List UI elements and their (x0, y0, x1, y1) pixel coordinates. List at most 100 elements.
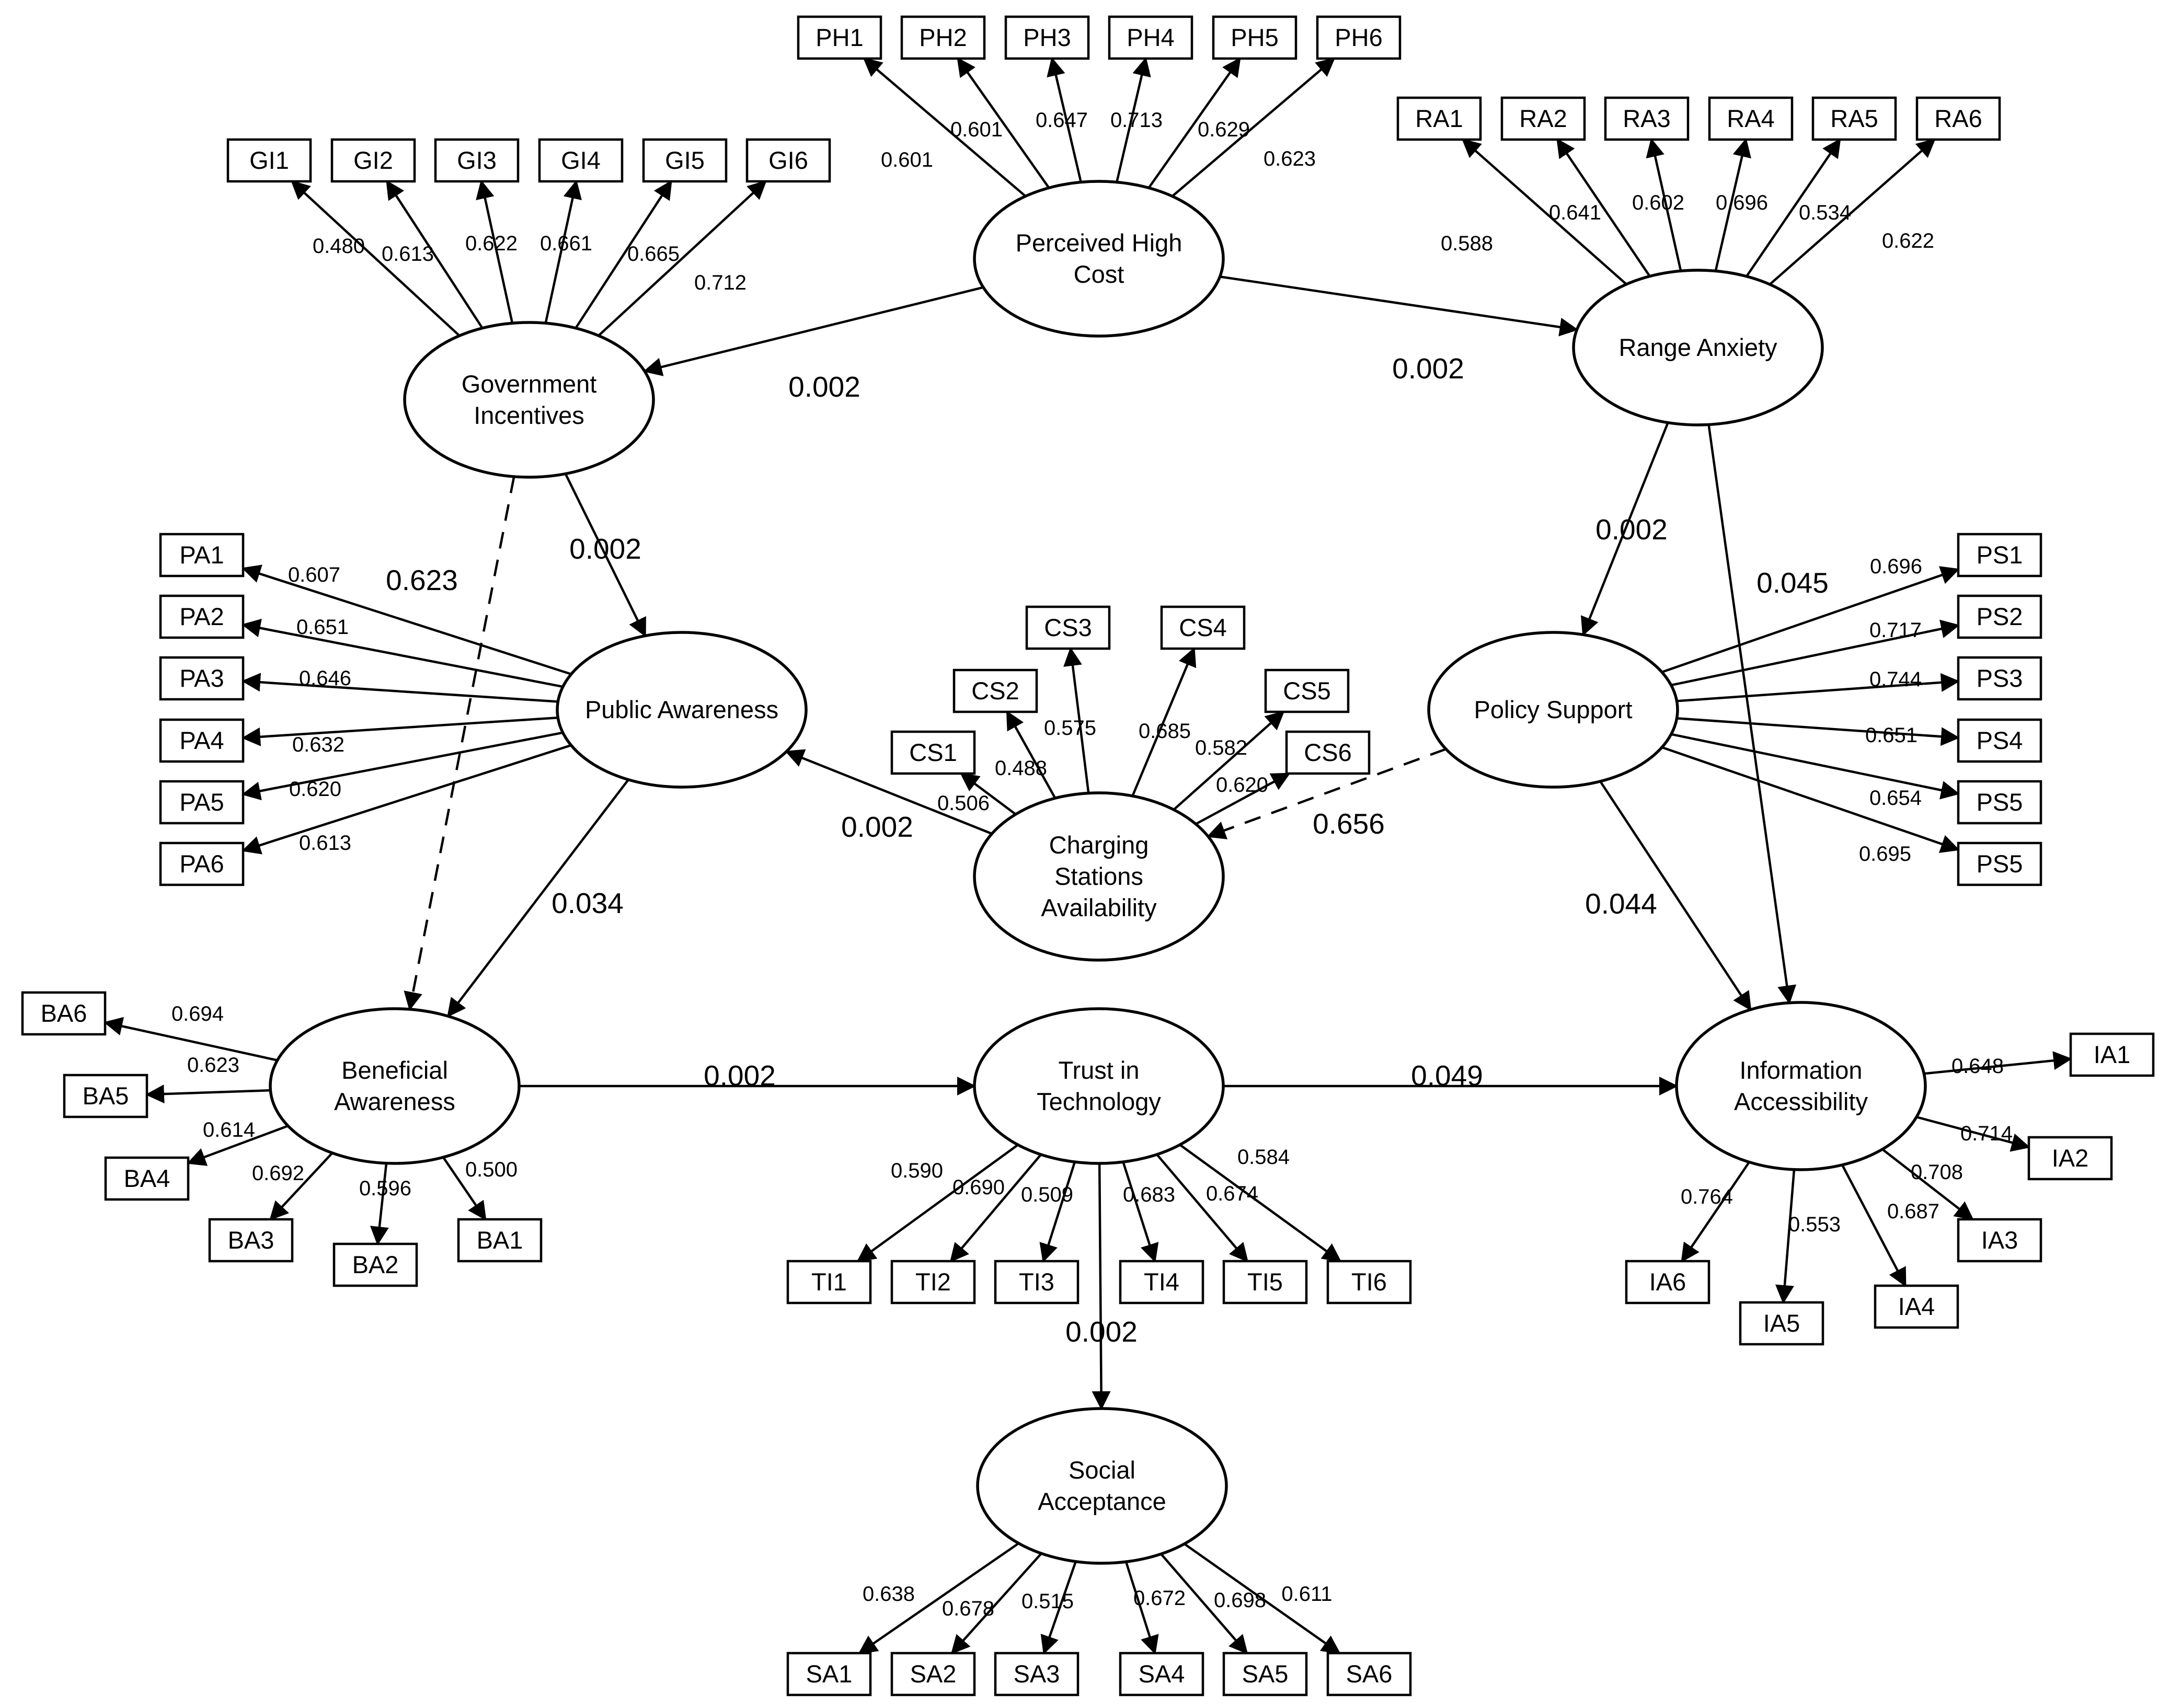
indicator-label: CS2 (971, 677, 1019, 705)
loading-arrow-pa3 (242, 673, 558, 703)
indicator-box (1915, 96, 2001, 141)
indicator-ti4: TI4 (1119, 1260, 1204, 1305)
indicator-label: IA2 (2052, 1144, 2089, 1172)
indicator-label: PA6 (179, 850, 224, 878)
latent-label: Technology (1037, 1088, 1161, 1115)
indicator-label: TI5 (1247, 1268, 1283, 1296)
loading-value: 0.488 (995, 757, 1047, 780)
path-arrow-ra-ia (1707, 424, 1797, 1005)
indicator-label: PH4 (1127, 24, 1174, 51)
indicator-label: PA5 (179, 788, 224, 816)
indicator-label: GI2 (353, 146, 393, 174)
indicator-gi5: GI5 (642, 138, 728, 183)
loading-arrow-cs2 (1006, 710, 1057, 799)
indicator-box (1212, 15, 1298, 60)
indicator-label: PS2 (1977, 603, 2023, 630)
indicator-box (1957, 656, 2042, 701)
indicator-pa3: PA3 (159, 656, 245, 701)
indicator-label: BA4 (124, 1164, 170, 1192)
indicator-box (1625, 1260, 1710, 1305)
latent-label: Availability (1041, 894, 1157, 921)
indicator-label: GI3 (457, 146, 497, 174)
latent-label: Policy Support (1474, 696, 1632, 723)
loading-arrow-sa5 (1160, 1553, 1248, 1655)
loading-arrow-ps4 (1677, 717, 1960, 746)
indicator-box (159, 533, 245, 578)
indicator-label: RA4 (1727, 105, 1774, 132)
indicator-label: SA4 (1139, 1660, 1185, 1688)
latent-label: Perceived High (1016, 229, 1182, 257)
indicator-ia5: IA5 (1739, 1301, 1824, 1346)
indicator-label: BA6 (41, 999, 87, 1027)
indicator-ps2: PS2 (1957, 594, 2042, 639)
indicator-box (1396, 96, 1482, 141)
indicator-label: TI4 (1144, 1268, 1179, 1296)
loading-arrow-ti4 (1122, 1161, 1159, 1263)
indicator-gi3: GI3 (434, 138, 520, 183)
indicator-box (1500, 96, 1586, 141)
indicator-ra4: RA4 (1708, 96, 1794, 141)
loading-value: 0.694 (171, 1002, 224, 1025)
indicator-pa2: PA2 (159, 594, 245, 639)
indicator-box (786, 1260, 872, 1305)
indicator-box (226, 138, 312, 183)
indicator-ra5: RA5 (1811, 96, 1897, 141)
indicator-pa1: PA1 (159, 533, 245, 578)
indicator-box (1222, 1260, 1308, 1305)
indicator-ph3: PH3 (1004, 15, 1090, 60)
indicator-ph6: PH6 (1316, 15, 1402, 60)
indicator-ti1: TI1 (786, 1260, 872, 1305)
indicator-box (1316, 15, 1402, 60)
loading-arrow-pa4 (242, 716, 558, 746)
indicator-label: IA6 (1649, 1268, 1686, 1296)
loading-arrow-ba4 (187, 1125, 289, 1166)
loading-arrow-ph1 (863, 57, 1027, 198)
indicator-ra6: RA6 (1915, 96, 2001, 141)
loading-arrow-ph2 (957, 57, 1050, 189)
loading-arrow-cs5 (1173, 711, 1285, 811)
loading-value: 0.690 (952, 1176, 1005, 1199)
latent-ellipse-gi (403, 321, 655, 479)
loading-arrow-sa3 (1040, 1561, 1077, 1655)
indicator-ti6: TI6 (1326, 1260, 1412, 1305)
indicator-label: PA4 (179, 726, 224, 754)
indicator-ba2: BA2 (332, 1242, 418, 1287)
indicator-label: TI1 (811, 1268, 847, 1296)
loading-arrow-ia1 (1924, 1051, 2072, 1075)
indicator-ra3: RA3 (1604, 96, 1690, 141)
indicator-ia1: IA1 (2069, 1032, 2155, 1077)
indicator-label: PS5 (1977, 788, 2023, 816)
latent-ellipse-ti (973, 1007, 1225, 1165)
loading-value: 0.651 (1865, 724, 1918, 747)
loading-arrow-ba6 (104, 1017, 278, 1061)
latent-ra: Range Anxiety (1572, 269, 1824, 426)
loading-value: 0.596 (359, 1177, 411, 1200)
loading-arrow-gi4 (544, 180, 582, 324)
loading-arrow-ph5 (1147, 57, 1241, 189)
loading-value: 0.601 (950, 118, 1003, 141)
indicator-box (104, 1156, 190, 1201)
indicator-box (159, 594, 245, 639)
path-arrow-gi-ba (404, 476, 515, 1011)
indicator-cs2: CS2 (952, 668, 1038, 713)
loading-value: 0.622 (1882, 229, 1934, 252)
indicator-box (1957, 780, 2042, 825)
indicator-box (1326, 1652, 1412, 1697)
loading-value: 0.623 (1264, 147, 1316, 170)
indicator-box (1326, 1260, 1412, 1305)
loading-value: 0.713 (1110, 109, 1163, 132)
indicator-label: TI6 (1351, 1268, 1387, 1296)
loading-value: 0.607 (288, 563, 340, 586)
loading-value: 0.717 (1869, 619, 1922, 642)
loading-value: 0.620 (1216, 774, 1268, 797)
loading-arrow-ps5b (1661, 746, 1960, 853)
indicator-label: SA3 (1014, 1660, 1060, 1688)
loading-arrow-ph6 (1171, 57, 1336, 198)
loading-arrow-ba1 (442, 1157, 487, 1221)
indicator-sa1: SA1 (786, 1652, 872, 1697)
latent-ti: Trust in Technology (973, 1007, 1225, 1165)
latent-label: Trust in (1059, 1056, 1140, 1084)
indicator-label: GI6 (768, 146, 808, 174)
